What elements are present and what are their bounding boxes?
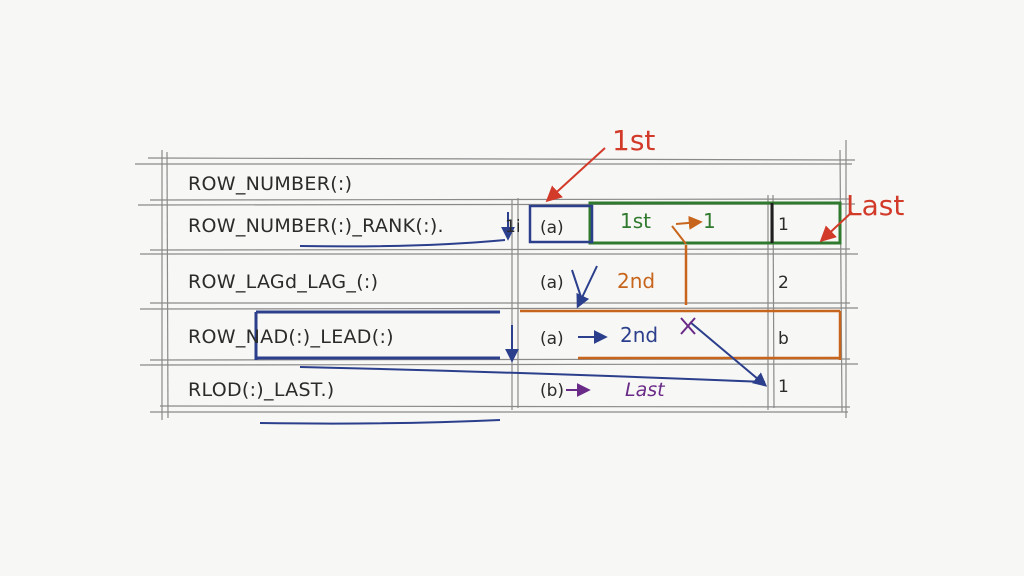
last-value-3: 2 bbox=[778, 273, 789, 293]
annotation-last: Last bbox=[846, 189, 904, 222]
blue-underlines bbox=[259, 239, 766, 425]
tag-1st: 1st bbox=[620, 209, 651, 233]
last-value-4: b bbox=[778, 329, 789, 349]
row-marker-3: (a) bbox=[540, 273, 564, 293]
row-label-4: ROW_NAD(:)_LEAD(:) bbox=[188, 326, 394, 348]
last-value-5: 1 bbox=[778, 377, 789, 397]
row-prefix-1: 1i bbox=[505, 217, 521, 237]
row-label-2: ROW_NUMBER(:)_RANK(:). bbox=[188, 215, 444, 237]
blue-lead-box bbox=[254, 310, 500, 360]
last-value-2: 1 bbox=[778, 215, 789, 235]
tag-2nd-lag: 2nd bbox=[617, 269, 655, 293]
row-label-1: ROW_NUMBER(:) bbox=[188, 173, 352, 195]
row-marker-4: (a) bbox=[540, 329, 564, 349]
blue-row-box-1 bbox=[528, 204, 594, 244]
row-label-3: ROW_LAGd_LAG_(:) bbox=[188, 271, 378, 293]
row-label-5: RLOD(:)_LAST.) bbox=[188, 379, 335, 401]
tag-last: Last bbox=[625, 379, 666, 401]
row-marker-2: (a) bbox=[540, 218, 564, 238]
rank-value: 1 bbox=[703, 209, 716, 233]
grid-lines bbox=[135, 140, 859, 420]
annotation-first: 1st bbox=[612, 124, 655, 157]
arrows bbox=[501, 147, 853, 397]
row-marker-5: (b) bbox=[540, 381, 564, 401]
orange-box bbox=[520, 245, 842, 360]
tag-2nd-lead: 2nd bbox=[620, 323, 658, 347]
